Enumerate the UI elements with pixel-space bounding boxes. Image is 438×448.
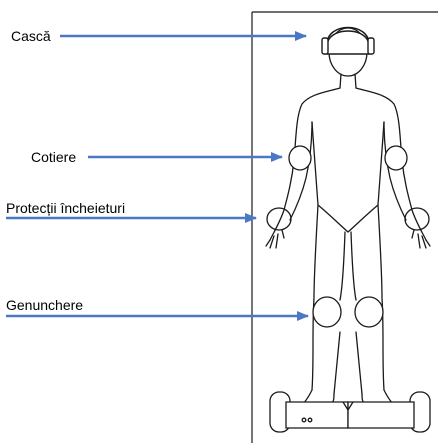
helmet-icon bbox=[322, 28, 374, 55]
label-elbow-pads: Cotiere bbox=[31, 149, 76, 165]
elbow-pads-icon bbox=[289, 146, 407, 170]
label-knee-pads: Genunchere bbox=[6, 297, 83, 313]
label-wrist-guards: Protecții încheieturi bbox=[6, 200, 125, 216]
hoverboard-icon bbox=[270, 392, 430, 432]
wrist-guards-icon bbox=[267, 208, 429, 230]
knee-pads-icon bbox=[313, 297, 383, 327]
inner-arms bbox=[290, 122, 406, 220]
body-sides bbox=[312, 122, 384, 205]
right-hand bbox=[412, 230, 430, 248]
label-helmet: Cască bbox=[11, 28, 51, 44]
left-hand bbox=[266, 230, 284, 248]
